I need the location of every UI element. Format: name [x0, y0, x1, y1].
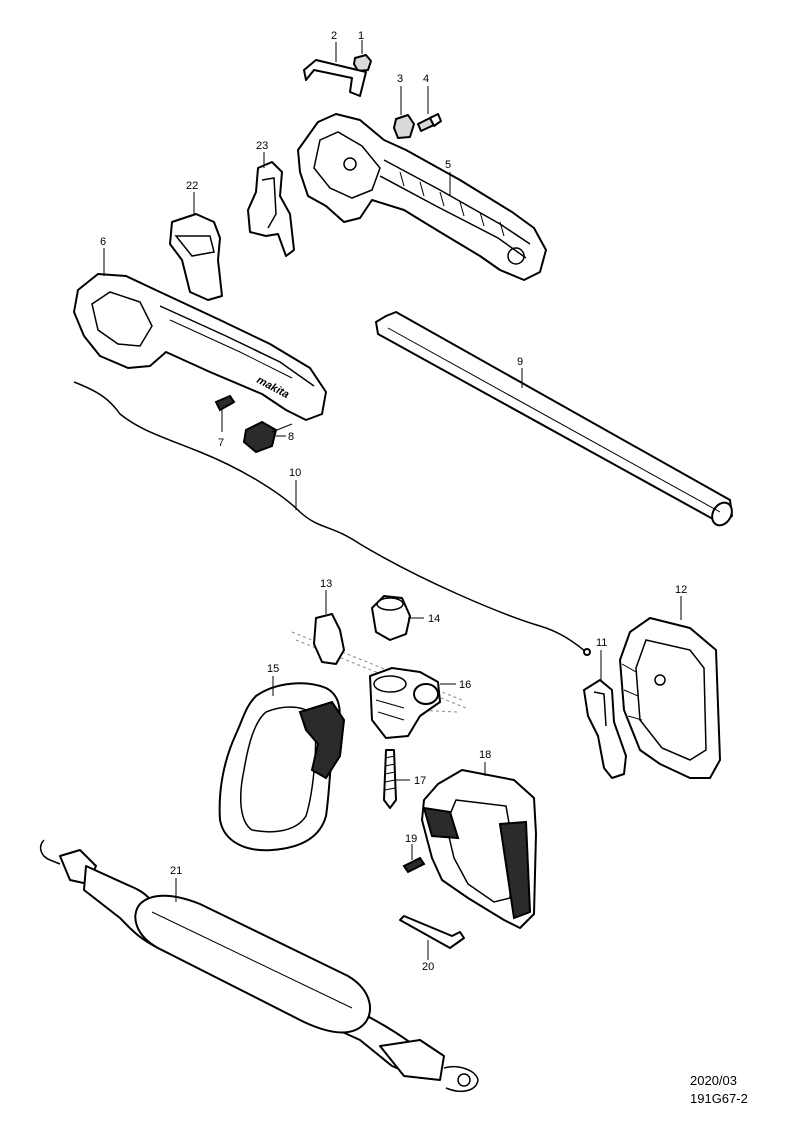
part-20-hex-key: 20: [399, 915, 465, 973]
callout-15: 15: [267, 663, 279, 675]
callout-23: 23: [256, 140, 268, 152]
part-21-strap: 21: [39, 839, 479, 1093]
part-18-d-handle: 18: [421, 749, 537, 929]
callout-10: 10: [289, 467, 301, 479]
part-14-knob: 14: [371, 595, 440, 641]
part-12-bracket: 12: [619, 584, 721, 779]
callout-14: 14: [428, 613, 440, 625]
part-16-clamp-body: 16: [369, 667, 471, 739]
callout-4: 4: [423, 73, 429, 85]
part-17-bolt: 17: [383, 749, 426, 809]
callout-18: 18: [479, 749, 491, 761]
callout-1: 1: [358, 30, 364, 42]
part-1-nut: 1: [353, 30, 372, 72]
part-10-cable: 10: [73, 381, 591, 656]
part-8-knob-screw: 8: [242, 420, 294, 454]
footer-code: 191G67-2: [690, 1091, 748, 1106]
part-22-grip-cover: 22: [169, 180, 223, 301]
part-7-screw: 7: [214, 394, 236, 449]
callout-3: 3: [397, 73, 403, 85]
callout-21: 21: [170, 865, 182, 877]
part-3-clip: 3: [393, 73, 415, 139]
callout-5: 5: [445, 159, 451, 171]
part-13-clamp: 13: [313, 578, 345, 665]
part-19-screw: 19: [402, 833, 426, 874]
callout-22: 22: [186, 180, 198, 192]
part-2-plate: 2: [303, 30, 367, 97]
callout-16: 16: [459, 679, 471, 691]
callout-8: 8: [288, 431, 294, 443]
footer-date: 2020/03: [690, 1073, 737, 1088]
callout-20: 20: [422, 961, 434, 973]
callout-6: 6: [100, 236, 106, 248]
part-4-screw: 4: [417, 73, 442, 132]
callout-17: 17: [414, 775, 426, 787]
callout-11: 11: [596, 637, 607, 649]
part-5-housing-right: 5: [297, 113, 547, 281]
part-15-loop-handle: 15: [218, 663, 346, 852]
callout-12: 12: [675, 584, 687, 596]
callout-13: 13: [320, 578, 332, 590]
part-11-lever: 11: [583, 637, 627, 779]
part-9-pipe: 9: [375, 311, 733, 527]
callout-7: 7: [218, 437, 224, 449]
callout-19: 19: [405, 833, 417, 845]
callout-9: 9: [517, 356, 523, 368]
part-23-trigger: 23: [247, 140, 295, 257]
callout-2: 2: [331, 30, 337, 42]
